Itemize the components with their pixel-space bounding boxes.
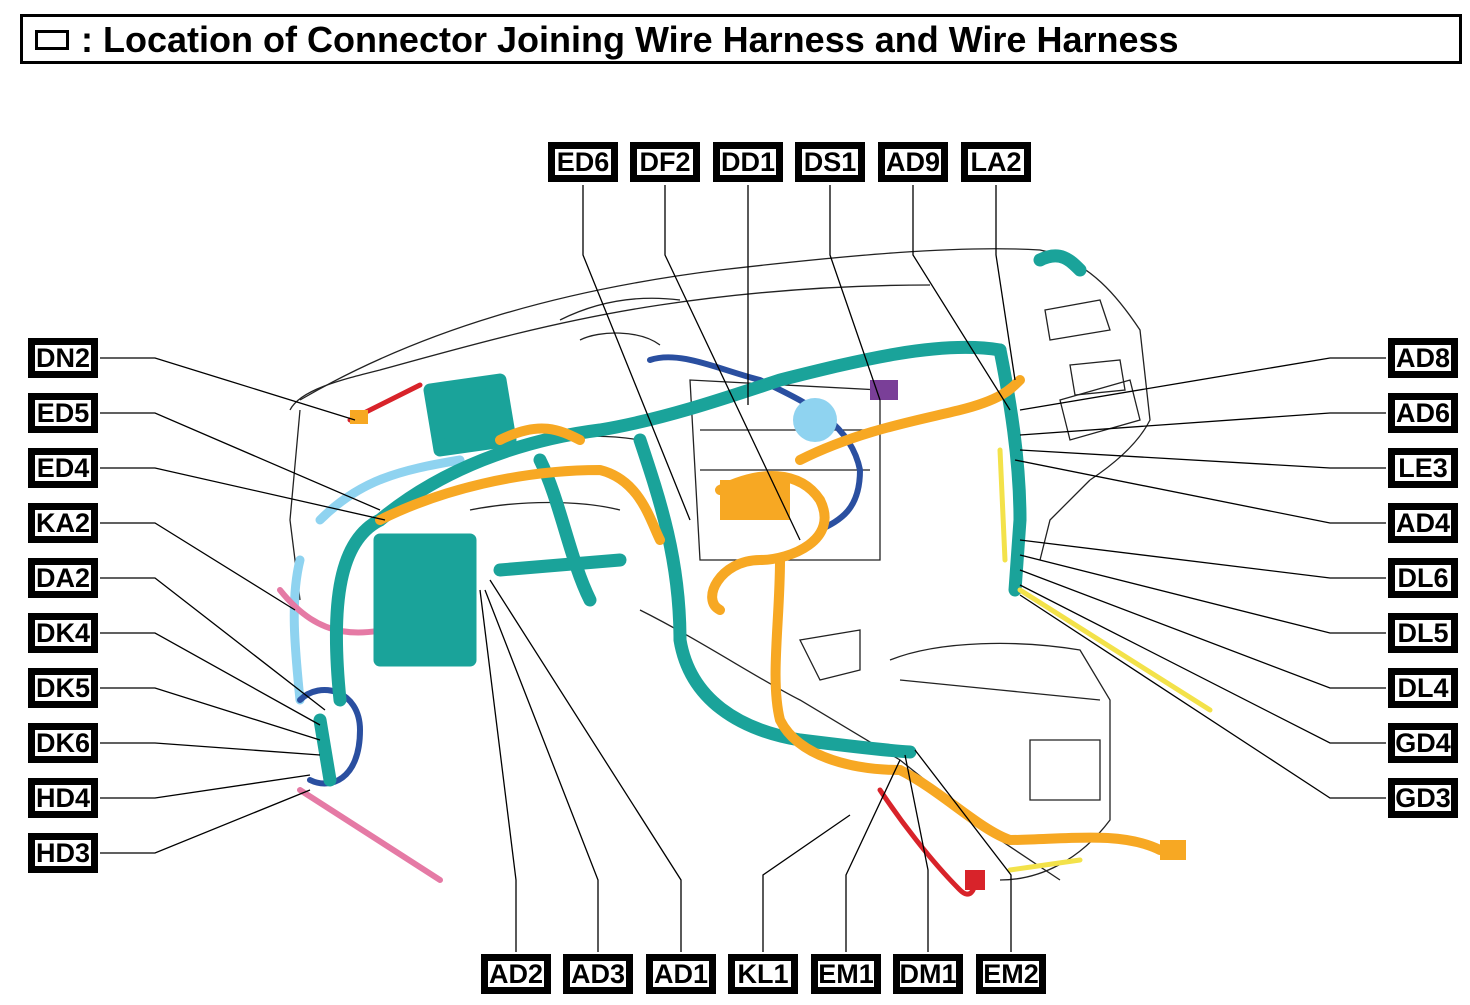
connector-label-ka2: KA2 <box>26 501 100 545</box>
dashboard-outline <box>289 248 1151 881</box>
connector-label-df2: DF2 <box>628 140 702 184</box>
red-connector <box>965 870 985 890</box>
connector-label-gd4: GD4 <box>1386 721 1460 765</box>
connector-label-ed6: ED6 <box>546 140 620 184</box>
meter-connector <box>793 398 837 442</box>
connector-label-ad4: AD4 <box>1386 501 1460 545</box>
page-title: : Location of Connector Joining Wire Har… <box>81 19 1179 60</box>
purple-connector <box>870 380 898 400</box>
connector-label-da2: DA2 <box>26 556 100 600</box>
connector-label-dd1: DD1 <box>711 140 785 184</box>
connector-label-ad1: AD1 <box>644 952 718 996</box>
connector-label-ad9: AD9 <box>876 140 950 184</box>
connector-label-ad3: AD3 <box>561 952 635 996</box>
connector-label-hd4: HD4 <box>26 776 100 820</box>
connector-label-ad8: AD8 <box>1386 336 1460 380</box>
leader-lines <box>98 185 1388 958</box>
harness-teal <box>313 249 1087 787</box>
connector-label-dk6: DK6 <box>26 721 100 765</box>
junction-block <box>720 480 790 520</box>
connector-label-la2: LA2 <box>959 140 1033 184</box>
connector-blocks <box>350 380 1186 890</box>
dn2-connector <box>350 410 368 424</box>
connector-label-kl1: KL1 <box>726 952 800 996</box>
connector-label-le3: LE3 <box>1386 446 1460 490</box>
harness-orange <box>375 375 1165 855</box>
harness-yellow <box>997 447 1213 873</box>
connector-label-ds1: DS1 <box>793 140 867 184</box>
connector-label-em2: EM2 <box>974 952 1048 996</box>
connector-label-ad6: AD6 <box>1386 391 1460 435</box>
orange-connector <box>1160 840 1186 860</box>
connector-label-dl4: DL4 <box>1386 666 1460 710</box>
connector-label-em1: EM1 <box>809 952 883 996</box>
connector-label-dm1: DM1 <box>891 952 965 996</box>
connector-label-dn2: DN2 <box>26 336 100 380</box>
connector-label-dk4: DK4 <box>26 611 100 655</box>
connector-label-dl5: DL5 <box>1386 611 1460 655</box>
connector-label-dk5: DK5 <box>26 666 100 710</box>
connector-label-hd3: HD3 <box>26 831 100 875</box>
connector-label-ed5: ED5 <box>26 391 100 435</box>
connector-label-dl6: DL6 <box>1386 556 1460 600</box>
connector-label-ad2: AD2 <box>479 952 553 996</box>
title-box: : Location of Connector Joining Wire Har… <box>20 14 1462 64</box>
rectangle-box-icon <box>35 30 69 50</box>
harness-lightblue <box>289 455 465 705</box>
connector-label-gd3: GD3 <box>1386 776 1460 820</box>
connector-label-ed4: ED4 <box>26 446 100 490</box>
